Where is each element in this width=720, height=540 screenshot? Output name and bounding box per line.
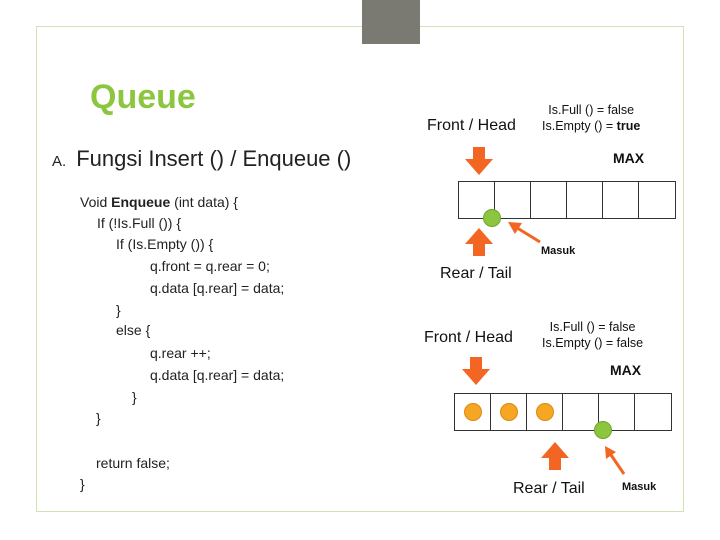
queue-cell [527,394,563,430]
masuk-arrow-icon [605,446,626,475]
section-heading: A. Fungsi Insert () / Enqueue () [52,146,351,172]
rear-tail-label-top: Rear / Tail [440,265,512,282]
code-line-5: q.data [q.rear] = data; [150,280,285,296]
max-label-top: MAX [613,150,645,166]
section-number: A. [52,153,67,170]
max-label-bottom: MAX [610,362,642,378]
code-line-1: Void Enqueue (int data) { [80,194,238,210]
rear-up-arrow-icon [541,442,569,470]
code-line-6: } [116,302,121,318]
incoming-element-dot [594,421,612,439]
front-head-label-bottom: Front / Head [424,329,513,346]
queue-cell [603,182,639,218]
slide-title: Queue [90,78,196,116]
code-line-4: q.front = q.rear = 0; [150,258,270,274]
queue-cell [639,182,675,218]
queue-cell [459,182,495,218]
queue-cell [599,394,635,430]
rear-up-arrow-icon [465,228,493,256]
queue-cell [455,394,491,430]
code-line-8: q.rear ++; [150,345,211,361]
queue-cell [635,394,671,430]
front-down-arrow-icon [465,147,493,175]
code-line-3: If (Is.Empty ()) { [116,236,214,252]
queue-array-top [458,181,676,219]
queue-cell [567,182,603,218]
queue-array-bottom [454,393,672,431]
code-line-13: } [80,476,85,492]
rear-tail-label-bottom: Rear / Tail [513,480,585,497]
queue-cell [531,182,567,218]
masuk-label-top: Masuk [541,245,576,257]
status-bottom: Is.Full () = false Is.Empty () = false [542,320,644,350]
masuk-arrow-icon [508,222,541,244]
queue-element-dot [535,403,554,421]
code-line-2: If (!Is.Full ()) { [97,215,181,231]
queue-cell [491,394,527,430]
queue-cell [563,394,599,430]
code-line-12: return false; [96,455,170,471]
status-top: Is.Full () = false Is.Empty () = true [542,103,641,133]
front-head-label-top: Front / Head [427,117,516,134]
code-line-11: } [96,410,101,426]
queue-element-dot [463,403,482,421]
section-title: Fungsi Insert () / Enqueue () [76,146,352,171]
front-down-arrow-icon [462,357,490,385]
queue-element-dot [499,403,518,421]
slide-frame [36,26,684,512]
decorative-tab [362,0,420,44]
code-line-7: else { [116,322,151,338]
queue-cell [495,182,531,218]
masuk-label-bottom: Masuk [622,481,657,493]
code-line-10: } [132,389,137,405]
incoming-element-dot [483,209,501,227]
code-line-9: q.data [q.rear] = data; [150,367,285,383]
